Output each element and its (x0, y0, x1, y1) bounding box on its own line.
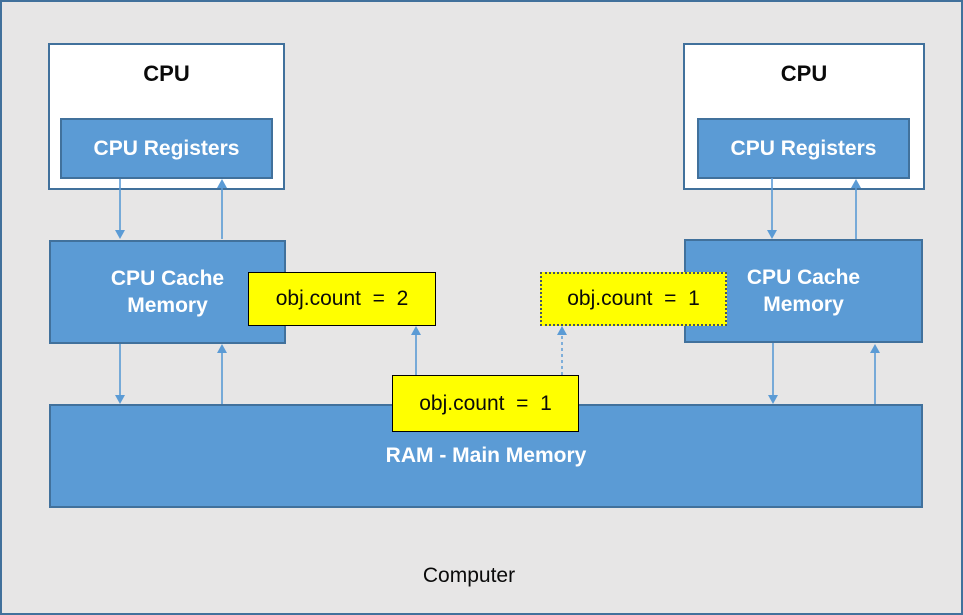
left-cpu-cache-label-line1: CPU Cache (110, 267, 225, 290)
left-cpu-cache-box: CPU Cache Memory (49, 240, 286, 344)
left-cache-value-note: obj.count = 2 (248, 272, 436, 326)
right-ram-to-cache-up-arrow (870, 344, 880, 404)
right-cache-value-note: obj.count = 1 (540, 272, 727, 326)
left-ram-to-cache-up-arrow (217, 344, 227, 404)
left-cpu-label: CPU (143, 61, 190, 86)
right-cpu-registers-box: CPU Registers (697, 118, 910, 179)
left-cpu-registers-box: CPU Registers (60, 118, 273, 179)
ram-value-note: obj.count = 1 (392, 375, 579, 432)
right-cpu-registers-label: CPU Registers (730, 136, 877, 160)
right-cpu-cache-label-line1: CPU Cache (746, 266, 861, 289)
left-cache-to-ram-down-arrow (115, 344, 125, 404)
ram-value-text: obj.count = 1 (419, 391, 552, 415)
right-cache-value-text: obj.count = 1 (567, 287, 700, 310)
right-cpu-label: CPU (780, 61, 828, 86)
ram-note-to-right-cache-note-dashed-up-arrow (557, 326, 567, 375)
ram-main-memory-label: RAM - Main Memory (385, 444, 587, 467)
ram-note-to-left-cache-note-up-arrow (411, 326, 421, 375)
right-cpu-cache-label-line2: Memory (763, 293, 844, 316)
left-cpu-registers-label: CPU Registers (93, 136, 240, 160)
diagram-caption: Computer (422, 564, 516, 587)
left-cpu-cache-label-line2: Memory (127, 294, 208, 317)
right-cache-to-ram-down-arrow (768, 343, 778, 404)
left-cache-value-text: obj.count = 2 (275, 287, 409, 310)
